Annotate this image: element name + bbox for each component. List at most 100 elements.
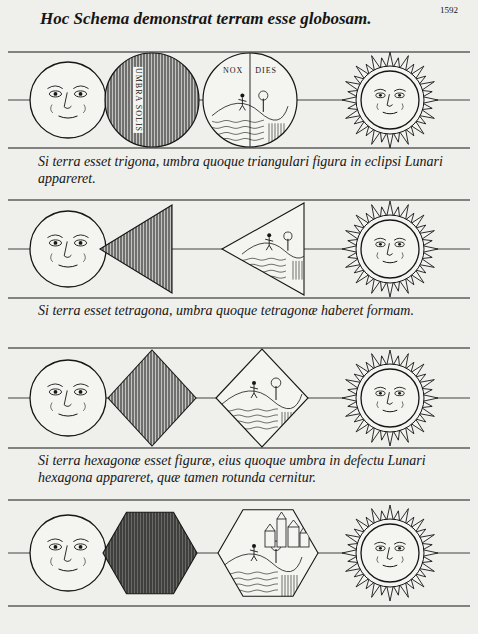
earth-landscape	[284, 232, 292, 240]
earth-landscape	[252, 544, 256, 548]
sun-face	[374, 238, 386, 240]
moon-face	[59, 265, 78, 267]
sun-face	[387, 350, 393, 365]
sun-ray-lines	[8, 147, 470, 148]
earth-landscape	[222, 409, 278, 411]
moon-face	[79, 390, 83, 394]
moon-face	[64, 92, 71, 108]
sun-face	[387, 392, 393, 404]
sun-face	[342, 505, 438, 601]
sun-face	[394, 89, 406, 91]
sun-face	[376, 391, 385, 396]
earth-landscape	[222, 590, 278, 592]
earth-globe-outline	[203, 53, 297, 147]
moon-face	[59, 569, 78, 571]
earth-landscape	[288, 520, 299, 527]
sun-face	[356, 215, 424, 283]
earth-landscape	[297, 575, 298, 597]
moon-face	[49, 91, 61, 97]
sun-face	[361, 524, 419, 582]
sun-face	[387, 586, 393, 601]
sun-ray-lines	[8, 347, 470, 348]
earth-landscape	[222, 415, 278, 417]
moon-face	[54, 92, 58, 96]
earth-landscape	[222, 427, 278, 429]
moon-face	[79, 545, 83, 549]
earth-landscape	[222, 554, 302, 572]
sun-face	[376, 93, 385, 98]
earth-globe-outline	[202, 52, 298, 148]
moon-face	[30, 360, 106, 436]
sun-face	[379, 392, 382, 395]
sun-face	[402, 252, 404, 258]
moon-face	[47, 539, 62, 542]
moon-face	[79, 241, 83, 245]
sun-face	[387, 282, 393, 297]
earth-landscape	[252, 381, 256, 385]
sun-face	[361, 71, 419, 129]
earth-landscape	[265, 524, 275, 531]
earth-landscape	[271, 378, 281, 388]
label-block: Si terra hexagonæ esset figuræ, eius quo…	[38, 453, 448, 487]
title: Hoc Schema demonstrat terram esse globos…	[40, 9, 430, 29]
moon-face	[73, 235, 88, 238]
sun-face	[423, 395, 438, 401]
earth-landscape	[294, 575, 295, 597]
sun-face	[423, 97, 438, 103]
sun-face	[342, 395, 357, 401]
earth-globe-outline	[250, 52, 251, 148]
moon-face	[54, 390, 58, 394]
moon-face	[64, 390, 71, 406]
sun-face	[387, 201, 393, 216]
sun-face	[342, 550, 357, 556]
sun-face	[387, 243, 393, 255]
earth-globe-outline	[281, 123, 282, 144]
moon-face	[49, 389, 61, 395]
sun-face	[423, 550, 438, 556]
sun-face	[387, 133, 393, 148]
earth-landscape	[294, 412, 295, 434]
earth-landscape	[293, 261, 294, 280]
earth-globe-outline	[212, 120, 264, 122]
earth-landscape	[222, 421, 278, 423]
triangular-earth	[222, 203, 304, 295]
sun-face	[394, 238, 406, 240]
moon-face	[79, 92, 83, 96]
sun-face	[387, 431, 393, 446]
hemisphere-label: DIES	[254, 66, 278, 76]
moon-face	[51, 403, 53, 411]
shadow-circle: UMBRA SOLIS	[104, 52, 200, 148]
moon-face	[49, 544, 61, 550]
label-block: Si terra esset trigona, umbra quoque tri…	[38, 154, 443, 188]
moon-face	[74, 389, 86, 395]
sun-face	[383, 112, 398, 114]
sun-face	[377, 401, 379, 407]
earth-landscape	[277, 512, 286, 519]
caption-text: Si terra hexagonæ esset figuræ, eius quo…	[38, 453, 448, 487]
sun-face	[361, 220, 419, 278]
sun-face	[423, 246, 438, 252]
moon-face	[64, 545, 71, 561]
earth-landscape	[250, 548, 258, 561]
sun-face	[356, 364, 424, 432]
sun-face	[356, 66, 424, 134]
sun-face	[398, 243, 401, 246]
moon-face	[54, 241, 58, 245]
sun-face	[374, 89, 386, 91]
hexagonal-earth	[218, 510, 318, 597]
earth-landscape	[285, 575, 286, 597]
moon-face	[64, 241, 71, 257]
earth-landscape	[250, 385, 258, 398]
caption-text: Si terra esset tetragona, umbra quoque t…	[38, 303, 443, 320]
earth-globe: NOXDIES	[202, 52, 298, 148]
sun-face	[387, 52, 393, 67]
sun-face	[377, 103, 379, 109]
sun-ray-lines	[8, 447, 470, 448]
sun-ray-lines	[8, 51, 470, 52]
earth-globe-outline	[212, 132, 264, 134]
sun-face	[387, 547, 393, 559]
moon-face	[74, 240, 86, 246]
earth-landscape	[296, 261, 297, 280]
sun-face	[383, 565, 398, 567]
